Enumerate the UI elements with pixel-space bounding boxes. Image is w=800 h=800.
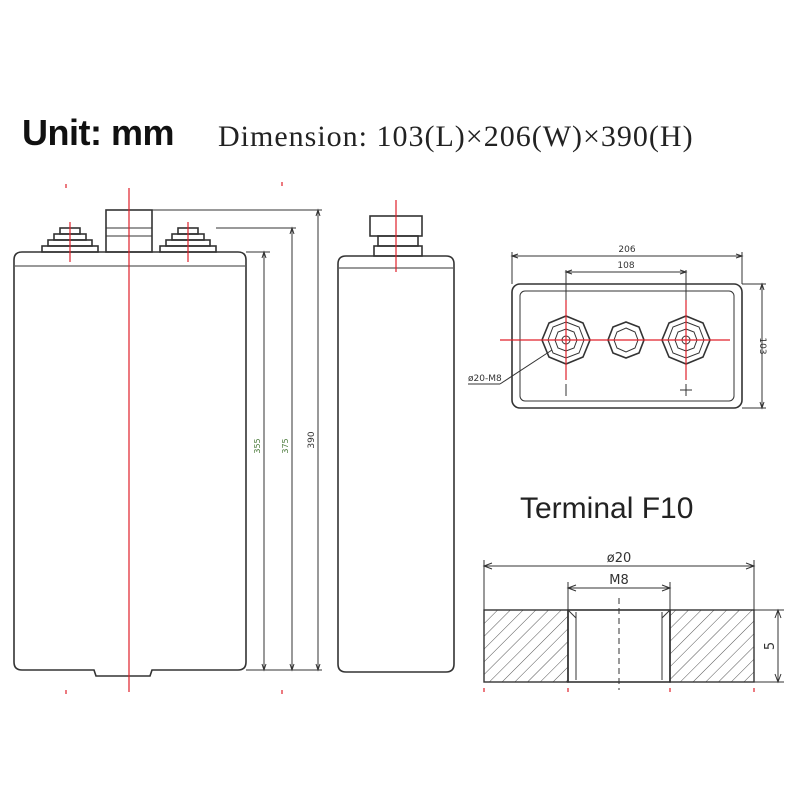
dim-108: 108 <box>617 261 634 271</box>
side-terminal-base <box>373 245 423 257</box>
top-view: 206 108 103 <box>468 245 767 410</box>
front-view: 355 375 390 <box>13 182 322 694</box>
terminal-hatch-right <box>669 609 755 683</box>
dimension-label: Dimension: 103(L)×206(W)×390(H) <box>218 120 694 153</box>
side-view <box>337 200 455 673</box>
dim-103: 103 <box>757 337 767 354</box>
dim-390: 390 <box>307 431 317 448</box>
dim-thread: M8 <box>609 573 629 588</box>
terminal-section: ø20 M8 5 <box>482 551 784 692</box>
dim-outer: ø20 <box>607 551 632 566</box>
dim-height: 5 <box>763 642 778 650</box>
thread-leader <box>499 349 553 385</box>
top-vent-plug <box>607 321 645 359</box>
dim-206: 206 <box>618 245 635 255</box>
front-body-outline <box>13 251 247 677</box>
thread-callout: ø20-M8 <box>468 374 502 384</box>
terminal-hatch-left <box>483 609 569 683</box>
dim-355: 355 <box>253 438 262 453</box>
top-body-outline <box>511 283 743 409</box>
dim-375: 375 <box>281 438 290 453</box>
terminal-title: Terminal F10 <box>520 492 694 525</box>
unit-label: Unit: mm <box>22 112 175 153</box>
side-body-outline <box>337 255 455 673</box>
